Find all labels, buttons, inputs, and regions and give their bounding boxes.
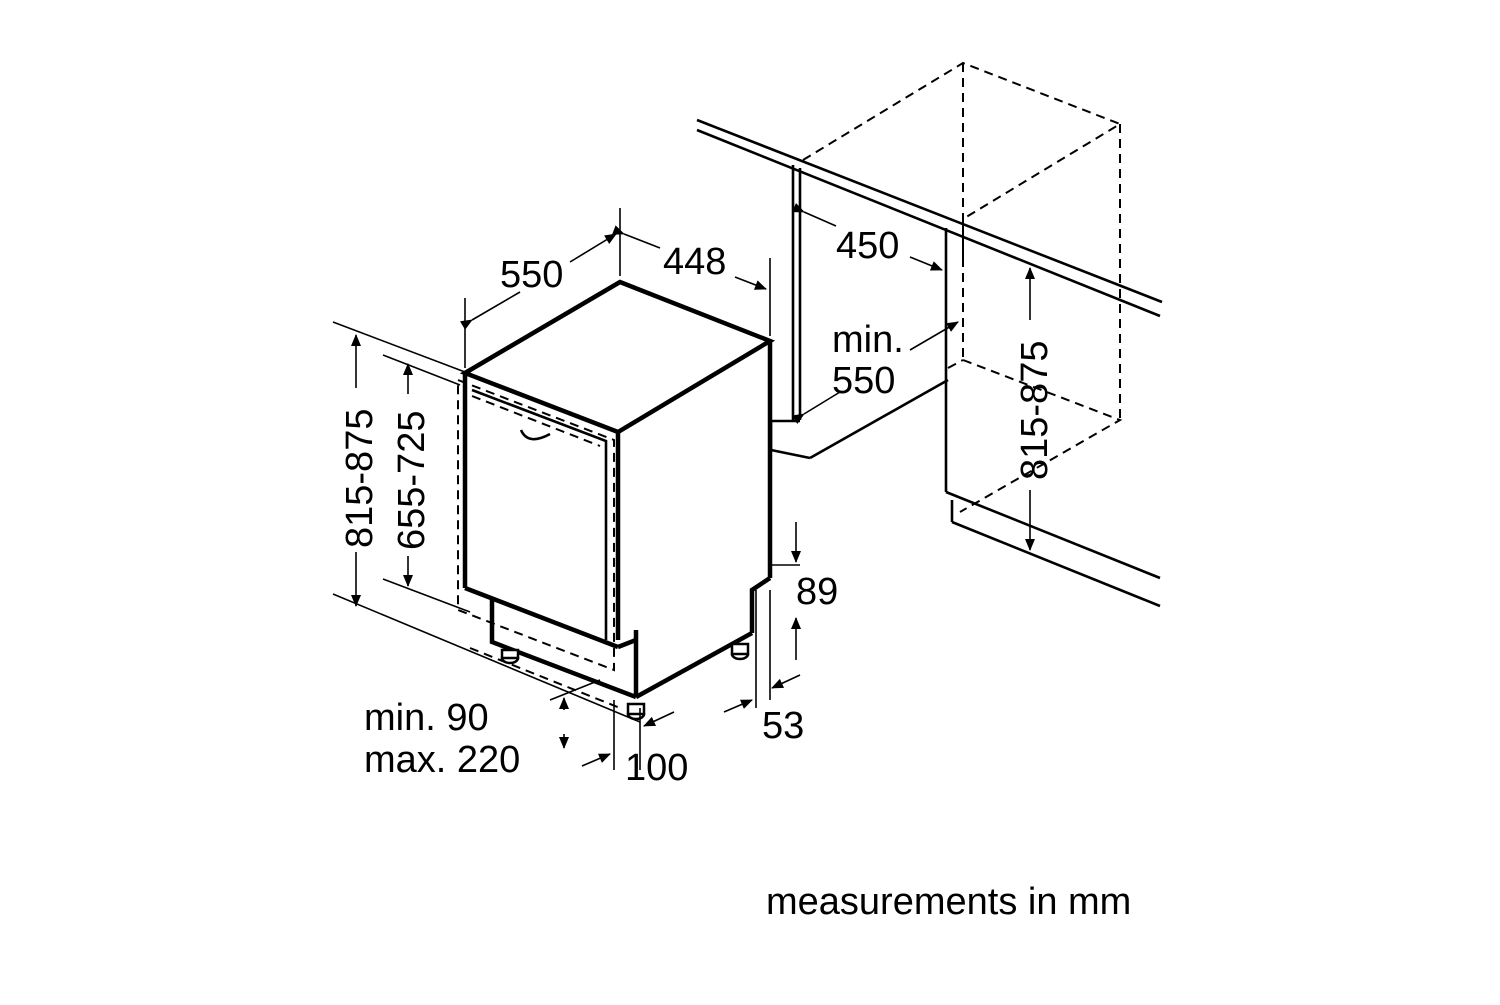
floor-line-door xyxy=(382,578,471,613)
niche-cabinet xyxy=(696,61,1163,608)
niche-floor-line xyxy=(809,378,949,460)
plinth-right-bottom xyxy=(951,520,1161,608)
hidden-bottom-face xyxy=(959,359,1123,513)
foot-back-right-stem xyxy=(730,642,750,656)
worktop-edge-top xyxy=(696,118,1163,304)
appliance-door-bottom xyxy=(464,585,619,650)
base-step xyxy=(749,576,772,633)
plinth-right-top xyxy=(945,490,1161,580)
base-front-corner xyxy=(617,637,637,650)
foot-front-left-stem xyxy=(500,648,520,660)
label-plinth-front: 100 xyxy=(625,747,688,789)
plinth-left-floor xyxy=(770,448,811,460)
dimension-lines xyxy=(351,203,1035,770)
label-plinth-height-line2: max. 220 xyxy=(364,739,520,781)
door-dashed-top xyxy=(471,395,601,447)
label-plinth-top: 89 xyxy=(796,571,838,613)
dimension-labels: 550 448 450 min. 550 815-875 815-875 655… xyxy=(339,225,1131,923)
plinth-dashed-front xyxy=(469,647,621,709)
floor-line-front xyxy=(332,593,641,723)
caption: measurements in mm xyxy=(766,881,1131,923)
wall-line-door xyxy=(382,354,461,386)
label-niche-height: 815-875 xyxy=(1014,341,1056,480)
dishwasher xyxy=(332,279,776,723)
appliance-top xyxy=(459,279,776,435)
label-niche-depth-line1: min. xyxy=(832,319,904,361)
label-niche-width: 450 xyxy=(836,225,899,267)
label-plinth-side: 53 xyxy=(762,705,804,747)
worktop-edge-bottom xyxy=(696,128,1161,318)
hidden-bottom-link xyxy=(947,359,964,369)
foot-front-right-stem xyxy=(626,702,646,716)
hidden-top-face xyxy=(802,61,1123,220)
wall-line-top xyxy=(332,321,466,373)
door-dashed-outline xyxy=(457,378,615,672)
label-depth: 550 xyxy=(500,254,563,296)
label-height-total: 815-875 xyxy=(339,409,381,548)
base-front xyxy=(489,600,637,700)
label-plinth-height-line1: min. 90 xyxy=(364,697,489,739)
label-width: 448 xyxy=(663,241,726,283)
label-niche-depth-line2: 550 xyxy=(832,360,895,402)
door-inner-frame xyxy=(471,388,608,640)
door-handle xyxy=(519,429,551,441)
base-side-bottom xyxy=(634,631,754,699)
label-height-door: 655-725 xyxy=(391,411,433,550)
